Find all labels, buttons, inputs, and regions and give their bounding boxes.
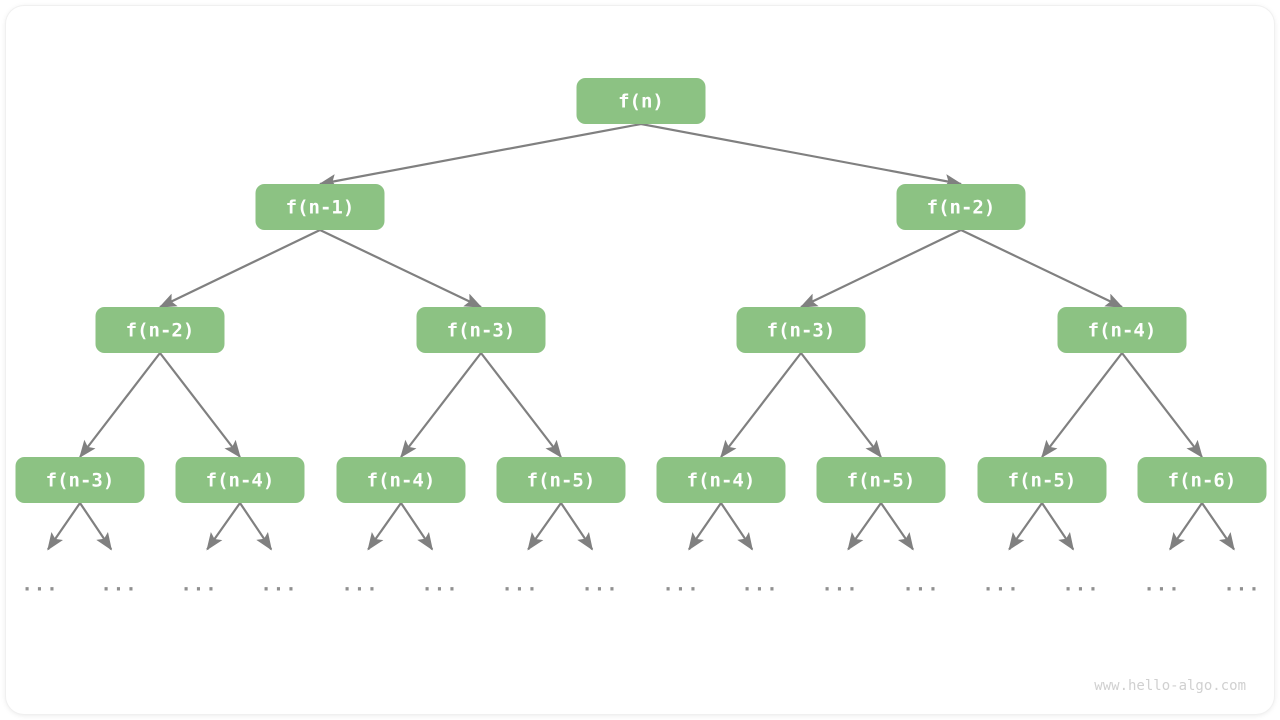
tree-node[interactable]: f(n-4) [656, 457, 786, 503]
tree-edge [318, 122, 642, 188]
tree-edge [480, 352, 562, 459]
tree-node-ellipsis: ... [1062, 574, 1099, 596]
tree-node[interactable]: f(n-3) [736, 307, 866, 353]
tree-node[interactable]: f(n-5) [496, 457, 626, 503]
tree-node-label: f(n-2) [126, 320, 195, 342]
tree-node-box [175, 457, 305, 503]
tree-node-box [416, 307, 546, 353]
tree-node-box [576, 78, 706, 124]
tree-node-label: f(n-4) [367, 470, 436, 492]
tree-node-box [15, 457, 145, 503]
tree-edge [1008, 502, 1043, 551]
tree-edge [847, 502, 882, 551]
tree-edge [1041, 352, 1123, 459]
tree-node[interactable]: f(n-3) [15, 457, 145, 503]
tree-edge [640, 122, 963, 188]
tree-node[interactable]: f(n-4) [1057, 307, 1187, 353]
tree-edge [79, 502, 113, 551]
tree-node-box [95, 307, 225, 353]
tree-node[interactable]: f(n-5) [977, 457, 1107, 503]
tree-node[interactable]: f(n-1) [255, 184, 385, 230]
tree-node-label: f(n-3) [447, 320, 516, 342]
tree-edge [400, 352, 482, 459]
tree-node-ellipsis: ... [662, 574, 699, 596]
tree-edge [367, 502, 402, 551]
tree-node-ellipsis: ... [180, 574, 217, 596]
watermark-label: www.hello-algo.com [1094, 678, 1246, 694]
tree-nodes-group: f(n) f(n-1) f(n-2) f(n-2) f(n-3) f(n-3) f(n-4)… [15, 78, 1267, 596]
tree-node-label: f(n-3) [767, 320, 836, 342]
tree-node-label: f(n-1) [286, 197, 355, 219]
tree-edge [79, 352, 161, 459]
tree-node-ellipsis: ... [902, 574, 939, 596]
tree-node-ellipsis: ... [821, 574, 858, 596]
tree-node-box [255, 184, 385, 230]
tree-node-ellipsis: ... [982, 574, 1019, 596]
tree-node-box [977, 457, 1107, 503]
tree-edge [960, 229, 1124, 308]
tree-edge [1121, 352, 1203, 459]
tree-node[interactable]: f(n-5) [816, 457, 946, 503]
tree-node[interactable]: f(n-3) [416, 307, 546, 353]
tree-node-label: f(n) [618, 91, 664, 113]
tree-node[interactable]: f(n-4) [175, 457, 305, 503]
tree-node-ellipsis: ... [341, 574, 378, 596]
tree-edge [239, 502, 273, 551]
tree-node-label: f(n-5) [1008, 470, 1077, 492]
tree-edge [1201, 502, 1235, 551]
tree-node-ellipsis: ... [741, 574, 778, 596]
tree-edge [799, 229, 962, 308]
tree-edge [1169, 502, 1203, 551]
tree-node-label: f(n-6) [1168, 470, 1237, 492]
tree-edge [720, 352, 802, 459]
tree-node-ellipsis: ... [1143, 574, 1180, 596]
tree-node-box [1057, 307, 1187, 353]
tree-node-label: f(n-5) [847, 470, 916, 492]
tree-edge [720, 502, 754, 551]
tree-edge [527, 502, 562, 551]
tree-edge [1041, 502, 1075, 551]
tree-node-box [656, 457, 786, 503]
tree-edge [688, 502, 722, 551]
tree-node-label: f(n-3) [46, 470, 115, 492]
tree-edge [400, 502, 434, 551]
tree-node-ellipsis: ... [501, 574, 538, 596]
tree-node-box [896, 184, 1026, 230]
tree-node-label: f(n-4) [1088, 320, 1157, 342]
tree-node-ellipsis: ... [421, 574, 458, 596]
tree-node-ellipsis: ... [581, 574, 618, 596]
tree-node-ellipsis: ... [1223, 574, 1260, 596]
tree-node-box [496, 457, 626, 503]
tree-edges-group [47, 122, 1235, 551]
tree-node-box [736, 307, 866, 353]
tree-node[interactable]: f(n-6) [1137, 457, 1267, 503]
tree-node-label: f(n-4) [687, 470, 756, 492]
tree-edge [880, 502, 914, 551]
tree-node-ellipsis: ... [260, 574, 297, 596]
tree-node[interactable]: f(n) [576, 78, 706, 124]
tree-edge [560, 502, 594, 551]
tree-node-label: f(n-2) [927, 197, 996, 219]
tree-node-ellipsis: ... [21, 574, 58, 596]
tree-edge [800, 352, 882, 459]
tree-node[interactable]: f(n-4) [336, 457, 466, 503]
tree-edge [319, 229, 483, 308]
tree-node[interactable]: f(n-2) [896, 184, 1026, 230]
tree-edge [159, 352, 241, 459]
tree-node-label: f(n-4) [206, 470, 275, 492]
tree-edge [47, 502, 81, 551]
tree-node-box [816, 457, 946, 503]
tree-edge [158, 229, 321, 308]
tree-node-box [336, 457, 466, 503]
tree-edge [206, 502, 241, 551]
tree-node-ellipsis: ... [100, 574, 137, 596]
tree-node[interactable]: f(n-2) [95, 307, 225, 353]
tree-node-label: f(n-5) [527, 470, 596, 492]
tree-node-box [1137, 457, 1267, 503]
